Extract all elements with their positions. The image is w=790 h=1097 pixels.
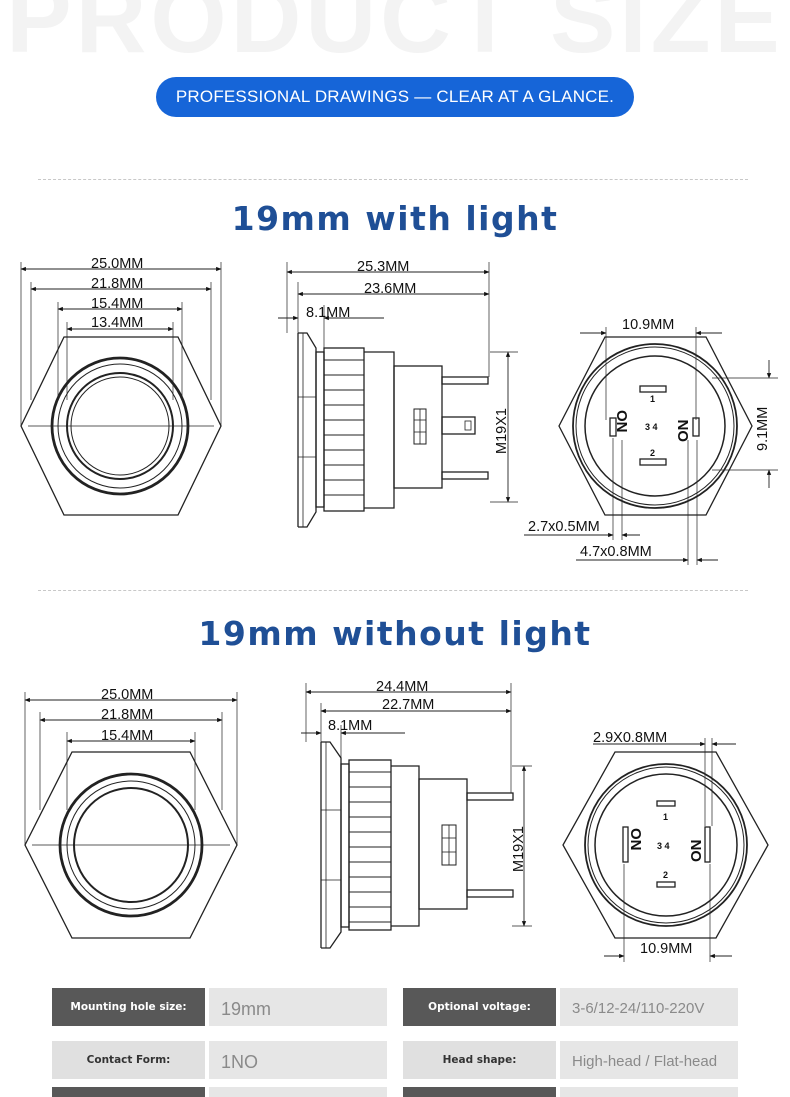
spec-row3-label (52, 1087, 205, 1097)
section-title-with-light: 19mm with light (231, 199, 559, 238)
terminal-1-mark: 1 (650, 394, 655, 404)
dim-side2-22-7: 22.7MM (382, 697, 434, 713)
thread-label: M19X1 (494, 408, 510, 454)
dim-front-15-4: 15.4MM (91, 296, 143, 312)
on-mark2-left: ON (627, 828, 644, 851)
thread-label-2: M19X1 (511, 826, 527, 872)
watermark-title: PRODUCT SIZE (6, 0, 784, 73)
drawings-with-light: 25.0MM 21.8MM 15.4MM 13.4MM 25.3MM 23.6M… (20, 256, 778, 565)
dim-front-13-4: 13.4MM (91, 315, 143, 331)
terminal2-2-mark: 2 (663, 870, 668, 880)
dim-rear-terminal-large: 4.7x0.8MM (580, 544, 652, 560)
rear-view-with-light (524, 327, 778, 565)
dim-rear-10-9: 10.9MM (622, 317, 674, 333)
spec-contact-label: Contact Form: (52, 1041, 205, 1079)
spec-contact-value: 1NO (209, 1041, 387, 1079)
spec-row3-value (209, 1087, 387, 1097)
terminal2-34-mark: 3 4 (657, 841, 670, 851)
divider-top (38, 179, 748, 180)
dim-rear-9-1: 9.1MM (755, 407, 771, 451)
spec-table: Mounting hole size: 19mm Optional voltag… (0, 987, 790, 1097)
spec-row3-label-b (403, 1087, 556, 1097)
spec-voltage-value: 3-6/12-24/110-220V (560, 988, 738, 1026)
on-mark2-right: ON (688, 840, 705, 863)
dim-rear2-10-9: 10.9MM (640, 941, 692, 957)
on-mark-left: ON (613, 410, 630, 433)
front-view-without-light (24, 692, 238, 939)
rear-view-without-light (562, 738, 769, 962)
terminal-2-mark: 2 (650, 448, 655, 458)
dim-front2-25-0: 25.0MM (101, 687, 153, 703)
dim-side2-24-4: 24.4MM (376, 679, 428, 695)
dim-side-25-3: 25.3MM (357, 259, 409, 275)
dim-rear-terminal-small: 2.7x0.5MM (528, 519, 600, 535)
spec-mounting-label: Mounting hole size: (52, 988, 205, 1026)
tagline-banner: PROFESSIONAL DRAWINGS — CLEAR AT A GLANC… (156, 77, 634, 117)
spec-head-value: High-head / Flat-head (560, 1041, 738, 1079)
spec-head-label: Head shape: (403, 1041, 556, 1079)
side-view-without-light (301, 683, 532, 949)
section-title-without-light: 19mm without light (198, 614, 592, 653)
dim-front-25-0: 25.0MM (91, 256, 143, 272)
terminal-34-mark: 3 4 (645, 422, 658, 432)
divider-middle (38, 590, 748, 591)
front-view-with-light (20, 262, 222, 516)
dim-front2-21-8: 21.8MM (101, 707, 153, 723)
dim-side-8-1: 8.1MM (306, 305, 350, 321)
dim-front-21-8: 21.8MM (91, 276, 143, 292)
spec-mounting-value: 19mm (209, 988, 387, 1026)
dim-side2-8-1: 8.1MM (328, 718, 372, 734)
spec-row3-value-b (560, 1087, 738, 1097)
drawings-without-light: 25.0MM 21.8MM 15.4MM 24.4MM 22.7MM 8.1MM… (24, 679, 769, 962)
side-view-with-light (278, 262, 518, 528)
on-mark-right: ON (675, 420, 692, 443)
dim-front2-15-4: 15.4MM (101, 728, 153, 744)
spec-voltage-label: Optional voltage: (403, 988, 556, 1026)
dim-side-23-6: 23.6MM (364, 281, 416, 297)
dim-rear2-terminal: 2.9X0.8MM (593, 730, 667, 746)
terminal2-1-mark: 1 (663, 812, 668, 822)
